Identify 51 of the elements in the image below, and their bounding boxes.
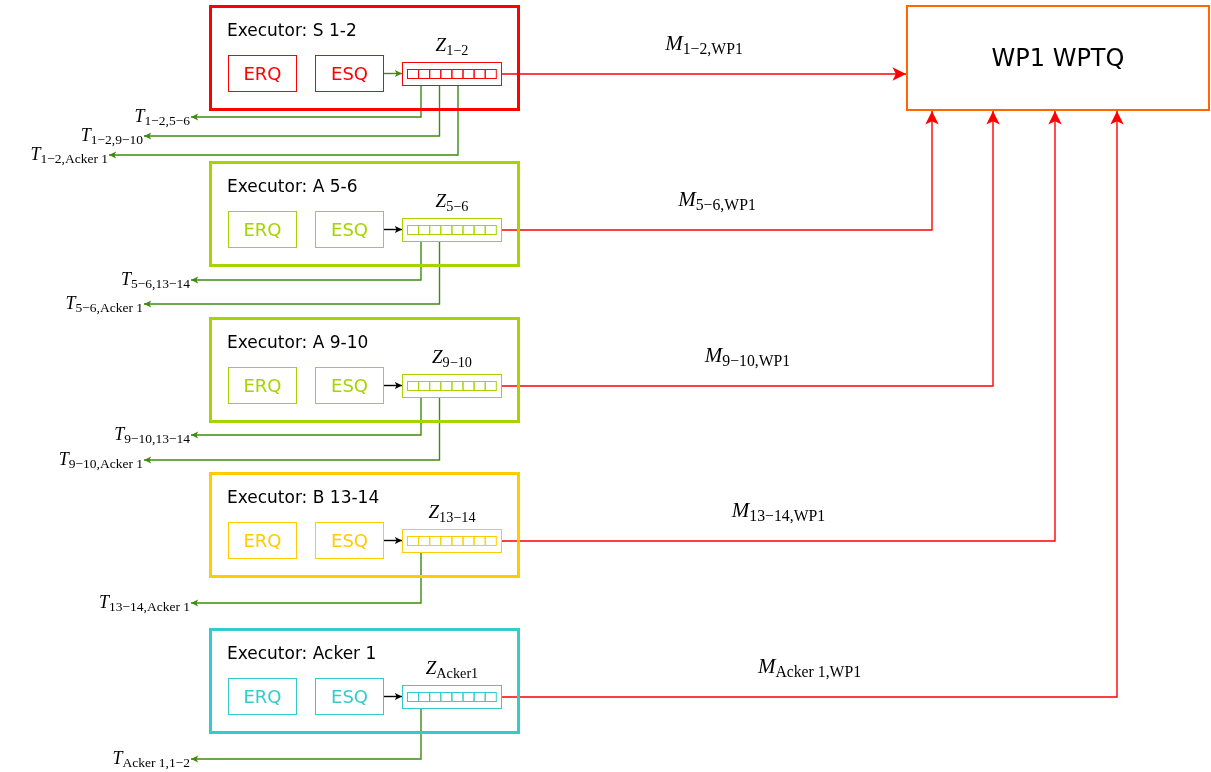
executor-title: Executor: S 1-2 xyxy=(227,20,357,40)
process-box: ESQ xyxy=(315,678,384,715)
queue-label: Z$_{5−6}$ xyxy=(435,189,469,216)
arrow xyxy=(190,241,422,284)
arrow xyxy=(190,552,422,607)
arrow xyxy=(108,85,459,159)
arrow xyxy=(383,69,403,78)
process-box: ESQ xyxy=(315,55,384,92)
process-box: ERQ xyxy=(228,367,297,404)
queue-label: Z$_{13−14}$ xyxy=(428,500,476,527)
process-box: ERQ xyxy=(228,678,297,715)
transfer-label: T$_{Acker 1,1−2}$ xyxy=(112,746,190,770)
process-box: ESQ xyxy=(315,522,384,559)
transfer-label: T$_{13−14,Acker 1}$ xyxy=(98,590,190,614)
executor-title: Executor: A 9-10 xyxy=(227,332,369,352)
executor-box xyxy=(209,628,520,734)
queue-label: Z$_{Acker1}$ xyxy=(425,656,479,683)
transfer-label: T$_{9−10,13−14}$ xyxy=(114,422,190,446)
process-box: WP1 WPTQ xyxy=(906,5,1210,111)
arrow xyxy=(501,67,907,81)
arrow xyxy=(190,708,422,763)
process-box: ESQ xyxy=(315,211,384,248)
executor-box xyxy=(209,5,520,111)
arrow xyxy=(143,241,441,308)
arrow xyxy=(501,110,939,231)
arrow xyxy=(383,225,403,234)
executor-title: Executor: B 13-14 xyxy=(227,487,380,507)
executor-box xyxy=(209,161,520,267)
process-box: ERQ xyxy=(228,522,297,559)
executor-box xyxy=(209,472,520,578)
arrow xyxy=(143,85,441,140)
executor-box xyxy=(209,317,520,423)
executor-title: Executor: Acker 1 xyxy=(227,643,377,663)
arrow xyxy=(501,110,1000,387)
executor-title: Executor: A 5-6 xyxy=(227,176,358,196)
transfer-label: T$_{9−10,Acker 1}$ xyxy=(58,447,143,471)
process-box: ERQ xyxy=(228,55,297,92)
arrow xyxy=(190,85,422,121)
transfer-label: T$_{5−6,Acker 1}$ xyxy=(65,291,143,315)
queue-label: Z$_{1−2}$ xyxy=(435,33,469,60)
arrow xyxy=(383,536,403,545)
arrow xyxy=(383,381,403,390)
process-box: ESQ xyxy=(315,367,384,404)
arrow xyxy=(143,397,441,464)
transfer-label: T$_{5−6,13−14}$ xyxy=(120,267,190,291)
arrow xyxy=(190,397,422,439)
arrow xyxy=(383,692,403,701)
arrow xyxy=(501,110,1124,698)
queue-label: Z$_{9−10}$ xyxy=(432,345,472,372)
arrow xyxy=(501,110,1062,542)
process-box: ERQ xyxy=(228,211,297,248)
